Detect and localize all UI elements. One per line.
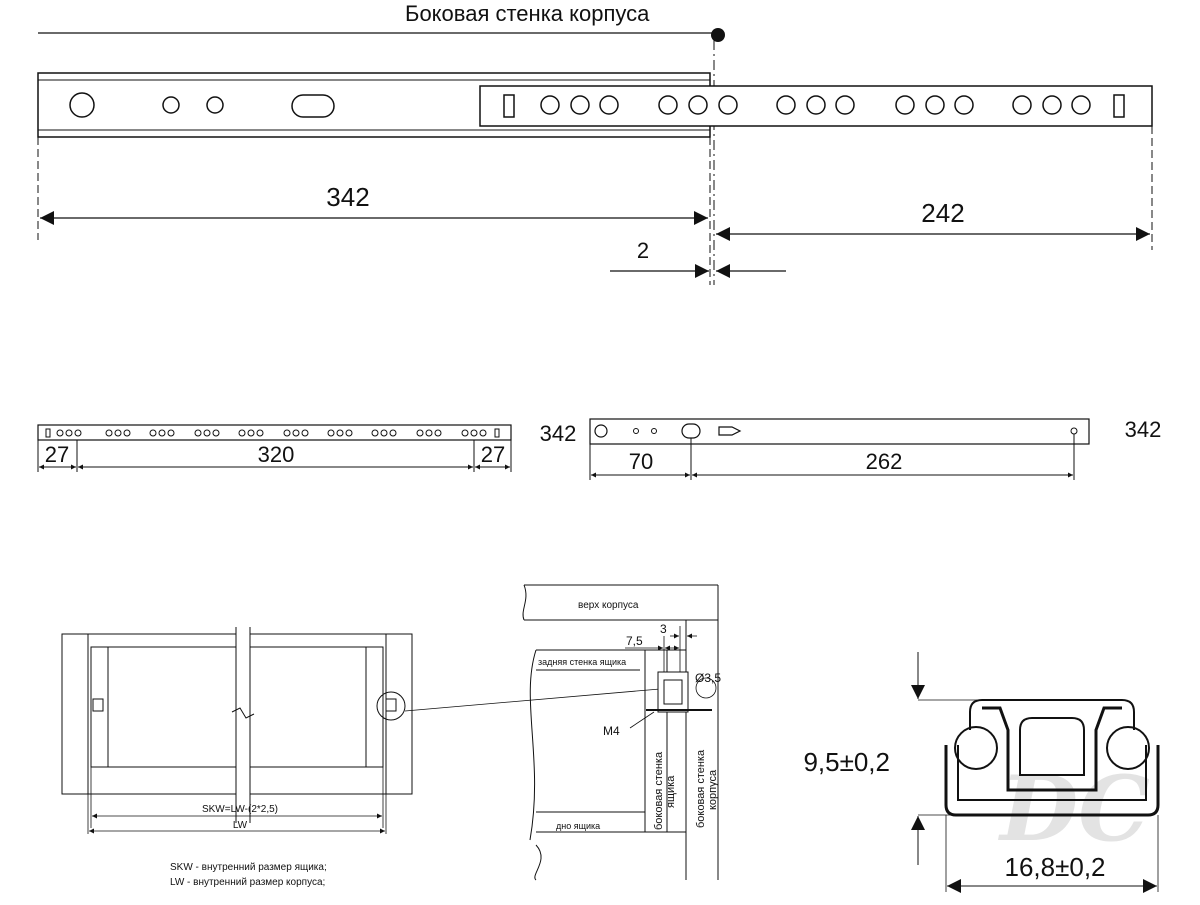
detail-view: [522, 584, 719, 881]
reference-dot: [711, 28, 725, 42]
legend-skw: SKW - внутренний размер ящика;: [170, 862, 327, 873]
stop-tab-icon: [503, 94, 515, 118]
profile-width-label: 16,8±0,2: [1004, 852, 1105, 882]
ball-bearing-left: [954, 726, 998, 770]
mount-hole-icon: [162, 96, 180, 114]
svg-text:ящика: ящика: [665, 775, 677, 808]
cabinet-rail: [589, 418, 1090, 445]
svg-text:корпуса: корпуса: [707, 769, 719, 810]
front-view: [61, 627, 661, 834]
legend-lw: LW - внутренний размер корпуса;: [170, 877, 325, 888]
dim-label-242: 242: [921, 198, 964, 228]
inner-channel: [1019, 717, 1085, 776]
svg-text:боковая стенка: боковая стенка: [695, 749, 707, 828]
hole-callout-circle: [695, 677, 717, 699]
stop-tab-icon: [1113, 94, 1125, 118]
inner-rail-holes: [540, 95, 1091, 115]
outer-profile-inner: [957, 745, 1147, 801]
mount-hole-icon: [633, 428, 639, 434]
slide-right-icon: [385, 698, 397, 712]
ball-bearing-right: [1106, 726, 1150, 770]
svg-text:боковая стенка: боковая стенка: [653, 751, 665, 830]
dim-label-320: 320: [258, 442, 295, 467]
hole-diameter-label: Ø3,5: [695, 671, 721, 685]
break-band: [236, 627, 250, 823]
cabinet-rail-view: [589, 418, 1090, 480]
drawer-bottom-label: дно ящика: [556, 821, 600, 831]
dim-label-2: 2: [637, 238, 649, 263]
drawer-rail-view: [37, 424, 512, 472]
drawer-side-label: боковая стенка ящика: [653, 751, 677, 830]
skw-formula: SKW=LW-(2*2,5): [202, 804, 278, 815]
drawer-rail-holes: [56, 429, 487, 437]
dim-label-7-5: 7,5: [626, 634, 643, 648]
inner-profile-top: [969, 699, 1135, 730]
slot-hole-icon: [681, 423, 701, 439]
outer-profile: [944, 745, 1160, 817]
inner-rail: [479, 85, 1153, 127]
dim-label-27-left: 27: [45, 442, 69, 467]
mount-hole-icon: [1070, 427, 1078, 435]
dim-label-342: 342: [326, 182, 369, 212]
top-label: верх корпуса: [578, 600, 639, 611]
drawer-rail-length: 342: [540, 421, 577, 446]
cabinet-side-title: Боковая стенка корпуса: [405, 1, 650, 26]
detail-callout-circle: [376, 691, 406, 721]
back-wall-label: задняя стенка ящика: [538, 657, 626, 667]
drawer-rail: [37, 424, 512, 441]
detail-callout-leader: [404, 688, 661, 712]
slide-inner-detail: [663, 679, 683, 705]
cabinet-rail-length: 342: [1125, 417, 1162, 442]
dim-label-70: 70: [629, 449, 653, 474]
slide-left-icon: [92, 698, 104, 712]
top-rail-view: Боковая стенка корпуса: [37, 1, 1153, 285]
break-mark: [231, 707, 255, 719]
slot-hole-icon: [291, 94, 335, 118]
stop-tab-icon: [494, 428, 500, 438]
slide-profile-detail: [657, 671, 689, 713]
profile-height-label: 9,5±0,2: [803, 747, 890, 777]
dim-label-3: 3: [660, 622, 667, 636]
stop-tab-icon: [45, 428, 51, 438]
profile-section: DC: [911, 652, 1160, 893]
dim-label-27-right: 27: [481, 442, 505, 467]
inner-profile: [982, 706, 1122, 792]
mount-hole-icon: [206, 96, 224, 114]
mount-hole-icon: [651, 428, 657, 434]
dim-label-262: 262: [866, 449, 903, 474]
lw-label: LW: [233, 820, 248, 831]
mount-hole-icon: [69, 92, 95, 118]
keyhole-icon: [718, 426, 742, 436]
mount-hole-icon: [594, 424, 608, 438]
cabinet-side-label: боковая стенка корпуса: [695, 749, 719, 828]
screw-label: M4: [603, 724, 620, 738]
watermark-logo: DC: [997, 756, 1150, 862]
